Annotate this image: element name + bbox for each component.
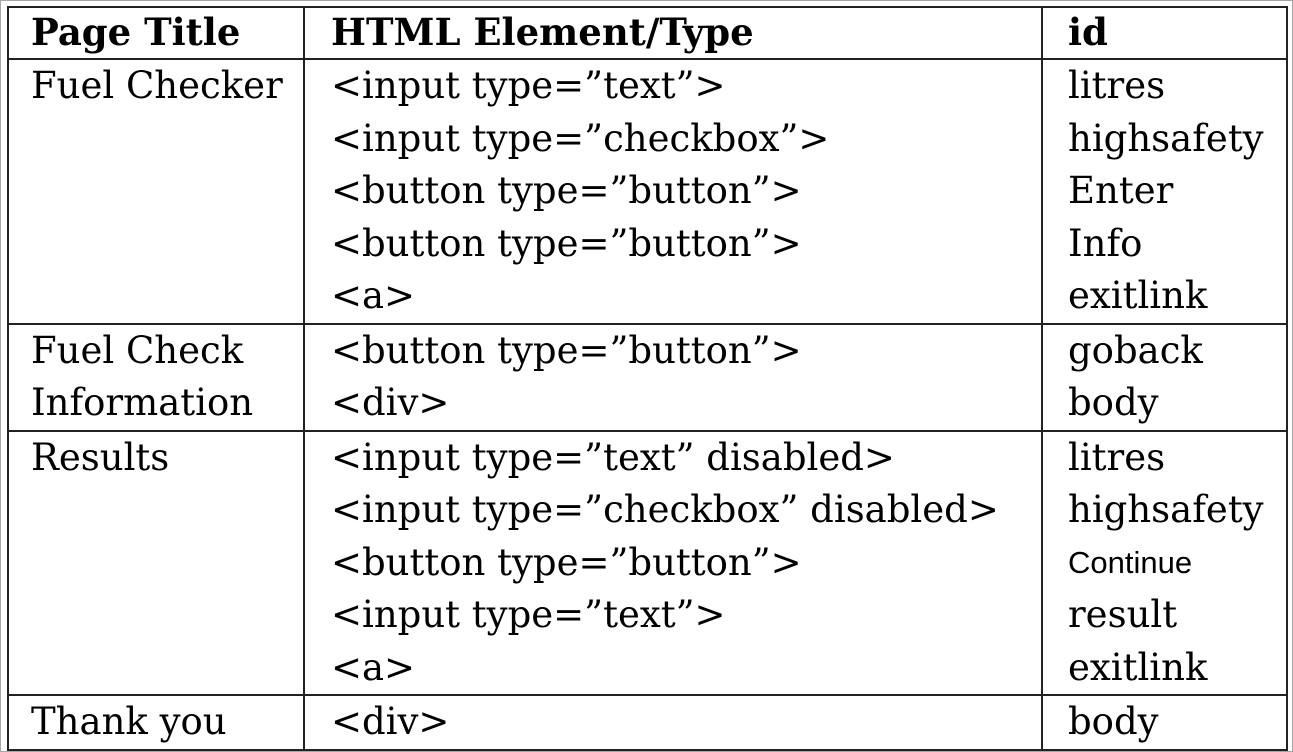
element-spec-table: Page Title HTML Element/Type id Fuel Che… [7, 6, 1288, 751]
page-title-text: Results [31, 435, 170, 479]
page-title-cell: Results [7, 430, 305, 695]
header-id: id [1041, 7, 1288, 59]
page-title-cell: Fuel Checker [7, 59, 305, 324]
element-type-text: <input type=”checkbox”> [331, 116, 830, 160]
id-cell: litres highsafety Enter Info exitlink [1041, 59, 1288, 324]
id-text: result [1068, 593, 1178, 636]
id-cell: body [1041, 695, 1288, 750]
element-type-text: <div> [331, 700, 450, 743]
element-type-text: <a> [331, 645, 416, 689]
table-row-results: Results <input type=”text” disabled> <in… [7, 430, 1288, 695]
id-text: litres [1068, 435, 1166, 479]
id-text: body [1068, 700, 1159, 743]
element-type-text: <input type=”text” disabled> [331, 435, 895, 479]
element-type-cell: <div> [303, 695, 1043, 750]
header-html-element-type: HTML Element/Type [303, 7, 1043, 59]
header-row: Page Title HTML Element/Type id [7, 7, 1288, 59]
page-title-text: Thank you [31, 700, 227, 743]
id-cell: litres highsafety Continue result exitli… [1041, 430, 1288, 695]
id-text: Enter [1068, 169, 1174, 212]
element-type-text: <button type=”button”> [331, 169, 802, 212]
element-type-cell: <button type=”button”> <div> [303, 323, 1043, 431]
page-title-cell: Thank you [7, 695, 305, 750]
id-text: Continue [1068, 544, 1193, 580]
element-type-cell: <input type=”text” disabled> <input type… [303, 430, 1043, 695]
element-type-text: <button type=”button”> [331, 540, 802, 584]
page-title-text: Fuel Checker [31, 64, 283, 107]
id-text: litres [1068, 64, 1166, 107]
element-type-cell: <input type=”text”> <input type=”checkbo… [303, 59, 1043, 324]
element-type-text: <button type=”button”> [331, 328, 802, 372]
element-type-text: <button type=”button”> [331, 221, 802, 265]
table-row-thank-you: Thank you <div> body [7, 695, 1288, 750]
element-type-text: <a> [331, 274, 416, 317]
page-title-text: Fuel Check [31, 328, 244, 372]
id-text: exitlink [1068, 645, 1208, 689]
element-type-text: <input type=”text”> [331, 64, 726, 107]
id-text: body [1068, 381, 1159, 424]
id-cell: goback body [1041, 323, 1288, 431]
id-text: highsafety [1068, 116, 1264, 160]
element-type-text: <input type=”checkbox” disabled> [331, 488, 999, 531]
header-page-title: Page Title [7, 7, 305, 59]
element-type-text: <input type=”text”> [331, 593, 726, 636]
page-title-text: Information [31, 381, 254, 424]
id-text: goback [1068, 328, 1203, 372]
table-row-fuel-checker: Fuel Checker <input type=”text”> <input … [7, 59, 1288, 324]
id-text: Info [1068, 221, 1143, 265]
id-text: exitlink [1068, 274, 1208, 317]
element-type-text: <div> [331, 381, 450, 424]
page-title-cell: Fuel Check Information [7, 323, 305, 431]
id-text: highsafety [1068, 488, 1264, 531]
table-row-fuel-check-information: Fuel Check Information <button type=”but… [7, 323, 1288, 431]
